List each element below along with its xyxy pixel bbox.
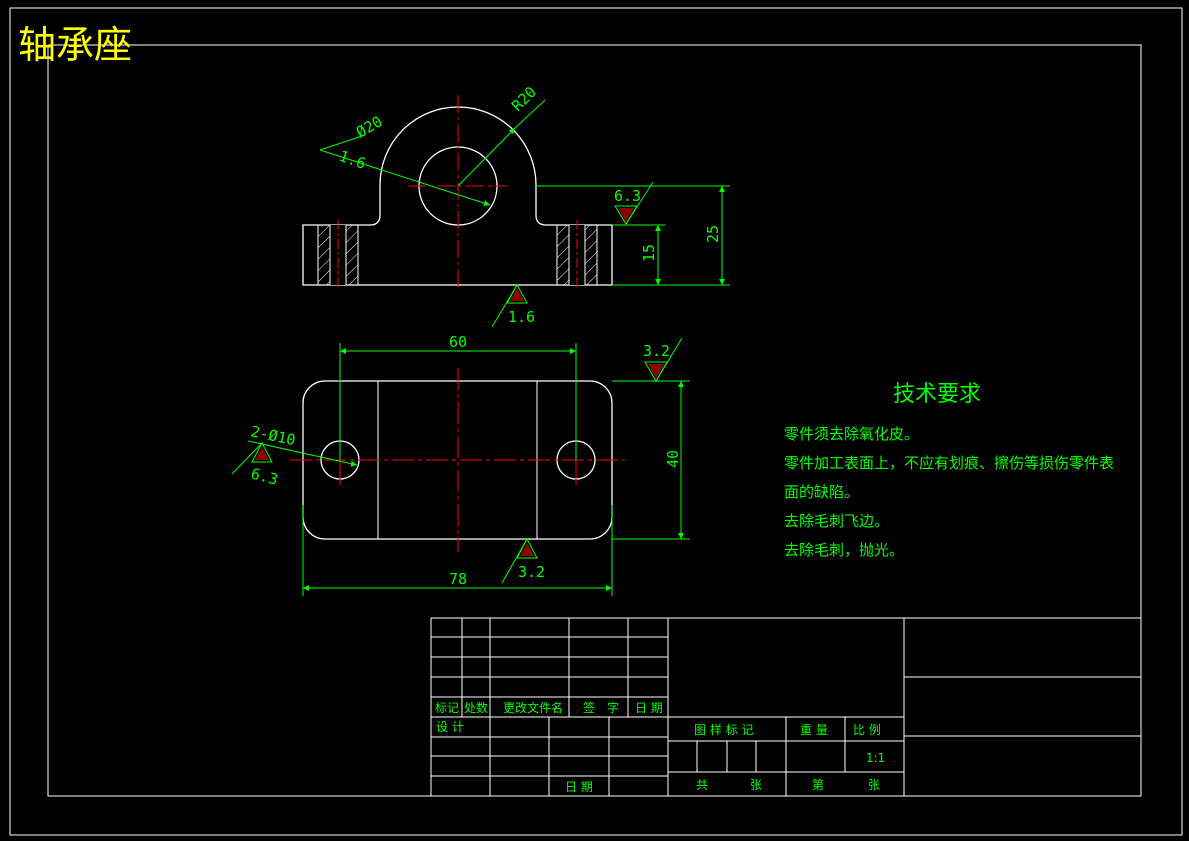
tb-sheets: 张 — [750, 778, 762, 792]
tb-sheet-no: 第 — [812, 778, 824, 792]
tb-date: 日 期 — [635, 701, 663, 715]
front-view: Ø20 1.6 R20 6.3 15 25 1.6 — [302, 83, 730, 328]
tb-design: 设 计 — [436, 720, 464, 734]
tech-item-2: 零件加工表面上，不应有划痕、擦伤等损伤零件表 — [784, 454, 1114, 472]
top-plan-view: 60 3.2 40 2-Ø10 6.3 3.2 78 — [231, 333, 690, 596]
hole-roughness-label: 6.3 — [249, 464, 280, 488]
radius-label: R20 — [508, 83, 540, 115]
top-roughness-label: 6.3 — [614, 187, 641, 205]
outer-frame — [9, 7, 1183, 836]
hole-callout-label: 2-Ø10 — [249, 422, 297, 449]
tb-mark: 标记 — [435, 701, 459, 715]
technical-requirements: 技术要求 零件须去除氧化皮。 零件加工表面上，不应有划痕、擦伤等损伤零件表 面的… — [784, 382, 1114, 559]
width-60-label: 60 — [449, 333, 467, 351]
bore-roughness-label: 1.6 — [337, 147, 369, 173]
title-block — [430, 617, 1142, 797]
tech-item-1: 零件须去除氧化皮。 — [784, 425, 919, 443]
title-block-text: 标记 处数 更改文件名 签 字 日 期 设 计 日 期 图 样 标 记 重 量 … — [435, 700, 885, 794]
plan-bottom-roughness-label: 3.2 — [518, 563, 545, 581]
tech-item-3: 面的缺陷。 — [784, 483, 859, 501]
tb-count: 处数 — [464, 700, 488, 715]
tech-heading: 技术要求 — [893, 382, 981, 407]
plan-top-roughness-label: 3.2 — [643, 342, 670, 360]
total-width-label: 78 — [449, 570, 467, 588]
tb-signature: 签 字 — [583, 700, 619, 715]
hole-roughness-symbol — [251, 441, 273, 463]
tech-item-4: 去除毛刺飞边。 — [784, 512, 889, 530]
tb-sheet: 张 — [868, 778, 880, 792]
tb-sample-mark: 图 样 标 记 — [694, 722, 753, 737]
tb-date2: 日 期 — [565, 780, 593, 794]
tb-scale-value: 1:1 — [866, 751, 885, 765]
tech-item-5: 去除毛刺，抛光。 — [784, 541, 904, 559]
tb-total: 共 — [696, 778, 708, 792]
bottom-roughness-label: 1.6 — [508, 308, 535, 326]
drawing-title: 轴承座 — [18, 23, 132, 67]
height-15-label: 15 — [640, 244, 658, 262]
height-25-label: 25 — [704, 225, 722, 243]
front-view-outline — [302, 106, 613, 286]
tb-scale: 比 例 — [853, 723, 881, 737]
height-40-label: 40 — [664, 450, 682, 468]
tb-change-doc: 更改文件名 — [503, 700, 563, 715]
inner-frame — [47, 44, 1142, 797]
tb-weight: 重 量 — [800, 723, 828, 737]
